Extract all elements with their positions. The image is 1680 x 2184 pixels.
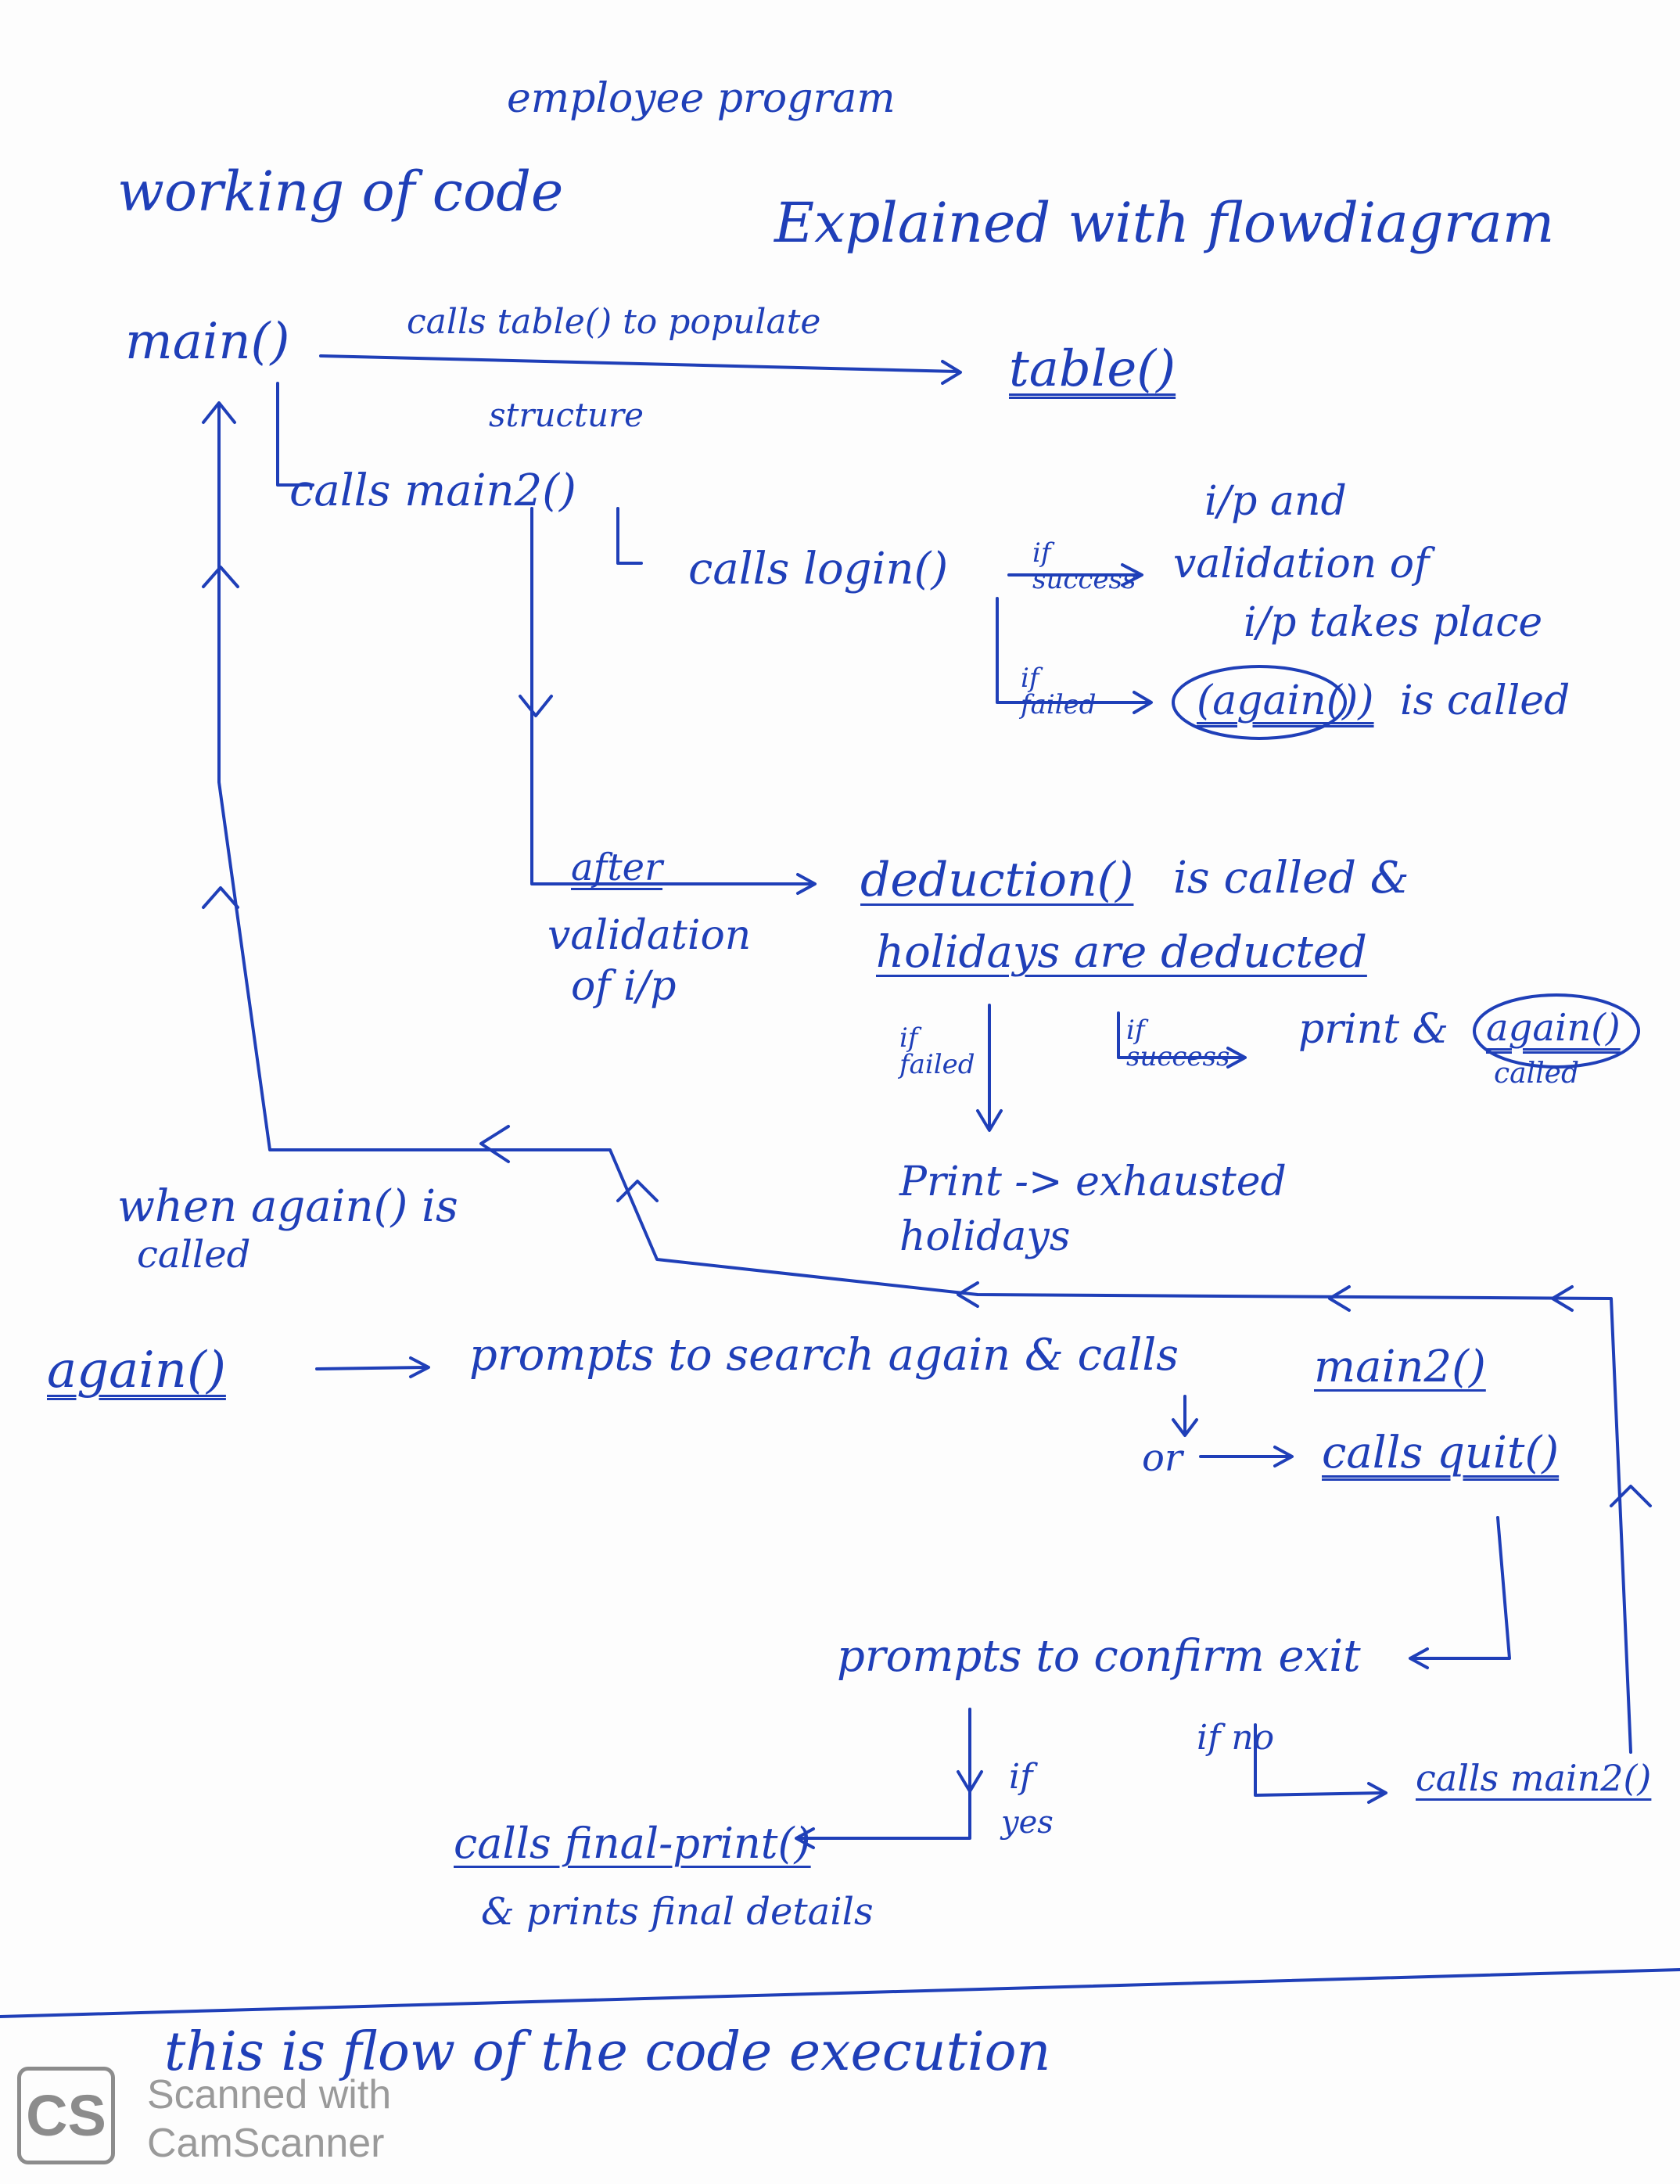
of-ip-label: of i/p [571,963,677,1010]
watermark-line2: CamScanner [147,2121,385,2166]
camscanner-logo: CS [17,2067,115,2164]
prompts-confirm: prompts to confirm exit [837,1631,1361,1682]
if-yes-2: yes [1001,1805,1054,1841]
if-failed-2: if failed [899,1022,975,1080]
holidays-deducted: holidays are deducted [876,927,1367,978]
is-called-2: is called & [1173,853,1409,903]
deduction-node: deduction() [860,853,1134,907]
calls-main2: calls main2() [289,465,576,516]
print-again: print & [1298,1006,1448,1053]
again-node-2: again() [1486,1006,1621,1050]
calls-main2-end: calls main2() [1416,1757,1652,1799]
calls-login: calls login() [688,544,949,594]
main-node: main() [125,313,290,371]
ip-validation-1: i/p and [1204,478,1347,525]
called-2: called [1494,1058,1580,1090]
when-again-1: when again() is [117,1181,458,1232]
validation-label: validation [547,912,752,959]
table-node: table() [1009,340,1176,398]
if-success-2: if success [1126,1015,1230,1072]
subtitle: employee program [507,75,896,122]
title-left: working of code [117,160,564,224]
watermark-line1: Scanned with [147,2072,392,2118]
is-called-1: is called [1400,677,1571,724]
footer-note: this is flow of the code execution [164,2021,1051,2083]
if-success-1: if success [1032,537,1136,595]
prompts-search: prompts to search again & calls [469,1330,1179,1381]
when-again-2: called [137,1233,251,1277]
again-called-1: (again()) [1197,677,1374,724]
structure-note: structure [489,396,644,434]
after-label: after [571,846,663,889]
if-no: if no [1197,1718,1275,1758]
if-failed-1: if failed [1021,663,1097,720]
calls-quit: calls quit() [1322,1428,1560,1478]
again-definition: again() [47,1342,226,1399]
if-yes-1: if [1009,1757,1033,1797]
holidays-label: holidays [899,1213,1071,1260]
calls-final-print: calls final-print() [454,1819,811,1868]
or-label: or [1142,1436,1183,1480]
print-exhausted: Print -> exhausted [899,1158,1287,1205]
ip-validation-2: validation of [1173,541,1430,587]
title-right: Explained with flowdiagram [774,191,1555,255]
main2-definition: main2() [1314,1342,1486,1392]
main-call-note: calls table() to populate [407,302,821,342]
prints-final: & prints final details [481,1890,874,1934]
ip-validation-3: i/p takes place [1244,599,1543,646]
